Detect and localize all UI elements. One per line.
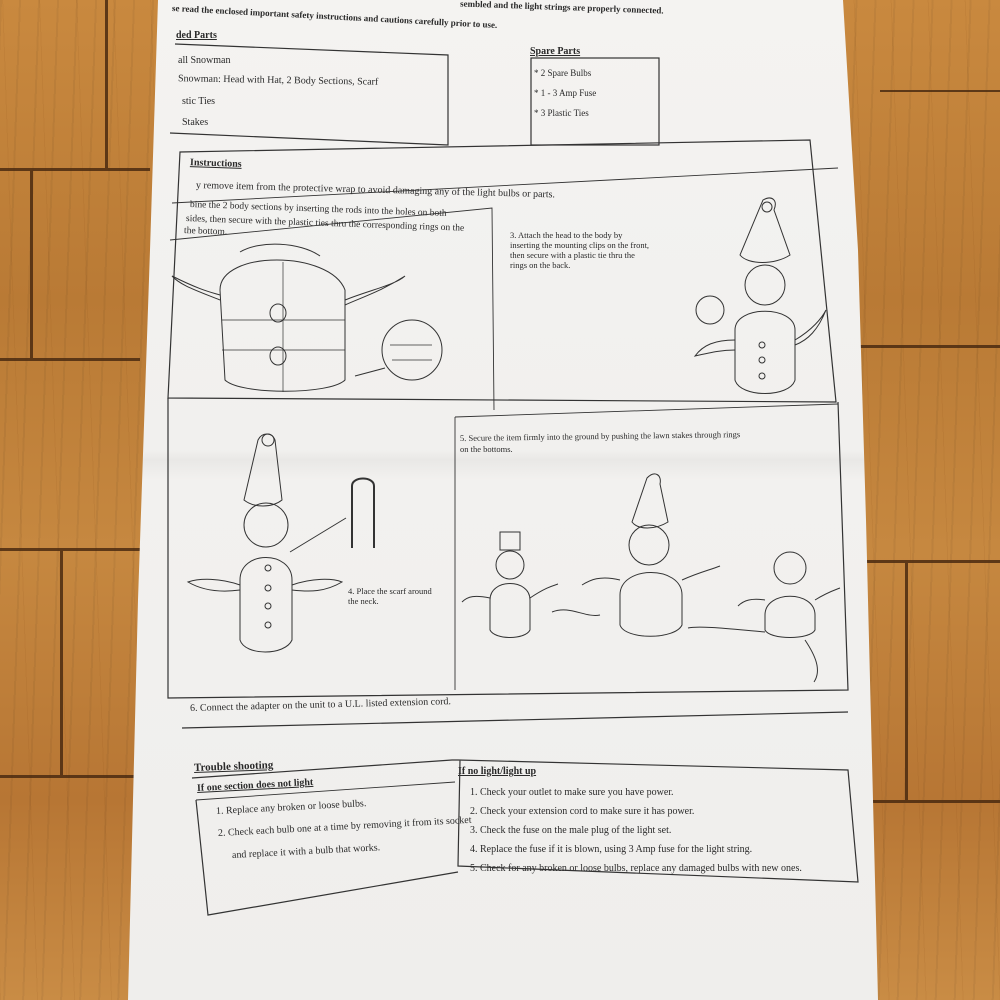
floor-seam	[60, 551, 63, 775]
floor-seam	[880, 90, 1000, 92]
floor-seam	[870, 800, 1000, 803]
floor-seam	[0, 168, 150, 171]
floor-seam	[0, 775, 135, 778]
floor-seam	[905, 563, 908, 800]
floor-seam	[862, 560, 1000, 563]
floor-seam	[105, 0, 108, 168]
floor-seam	[850, 345, 1000, 348]
floor-seam	[0, 358, 140, 361]
floor-seam	[0, 548, 140, 551]
floor-seam	[30, 171, 33, 358]
